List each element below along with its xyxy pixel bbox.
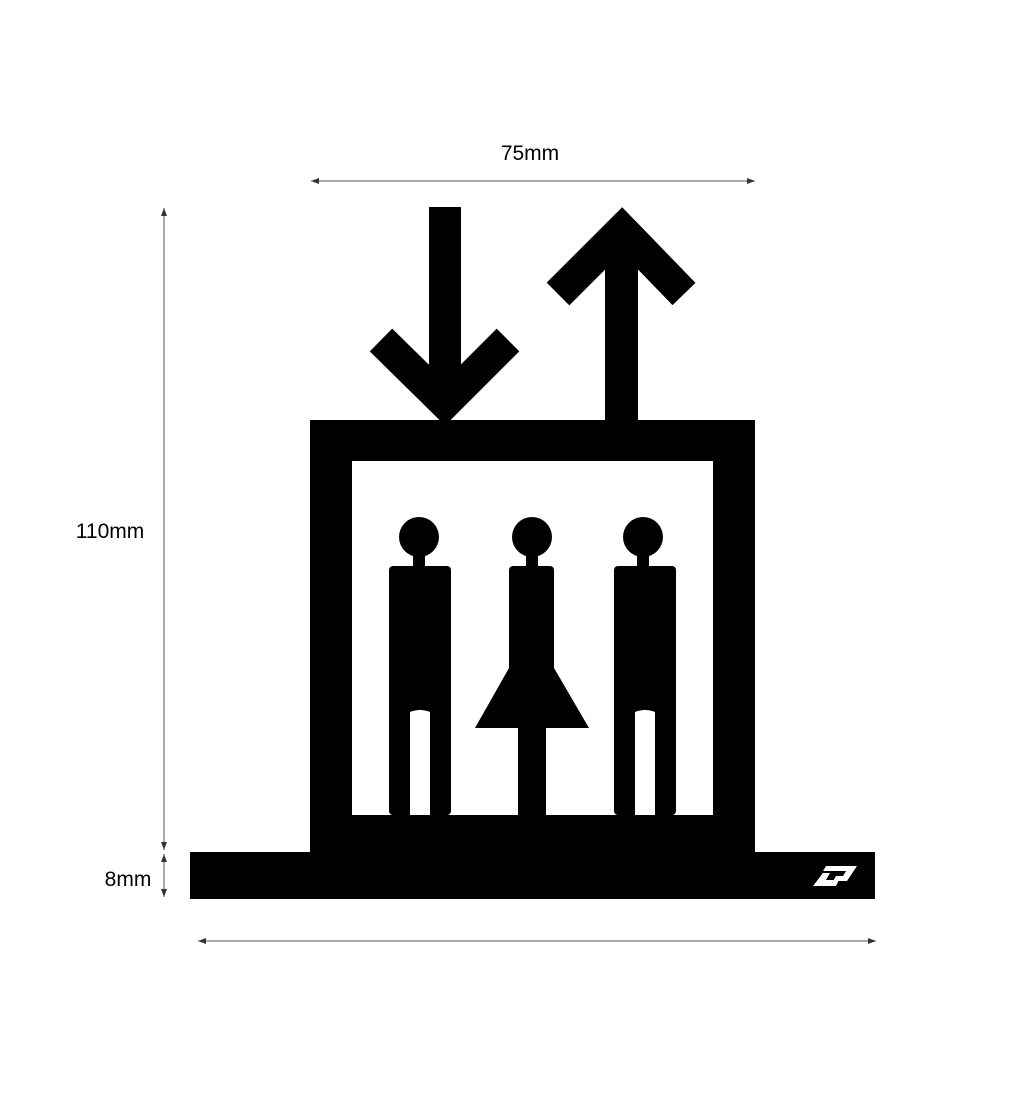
width-label: 75mm bbox=[501, 142, 559, 165]
woman-figure-icon bbox=[475, 517, 589, 815]
height-label: 110mm bbox=[76, 520, 144, 543]
man-figure-icon bbox=[614, 517, 676, 815]
base-dimension: 8mm bbox=[105, 854, 167, 897]
arrow-up-icon bbox=[546, 207, 696, 422]
arrow-down-icon bbox=[369, 207, 520, 426]
width-dimension: 75mm bbox=[311, 142, 755, 184]
man-figure-icon bbox=[389, 517, 451, 815]
height-dimension: 110mm bbox=[76, 208, 167, 850]
base-label: 8mm bbox=[105, 868, 152, 891]
brand-logo-icon bbox=[813, 866, 857, 886]
base-plate bbox=[190, 852, 875, 899]
